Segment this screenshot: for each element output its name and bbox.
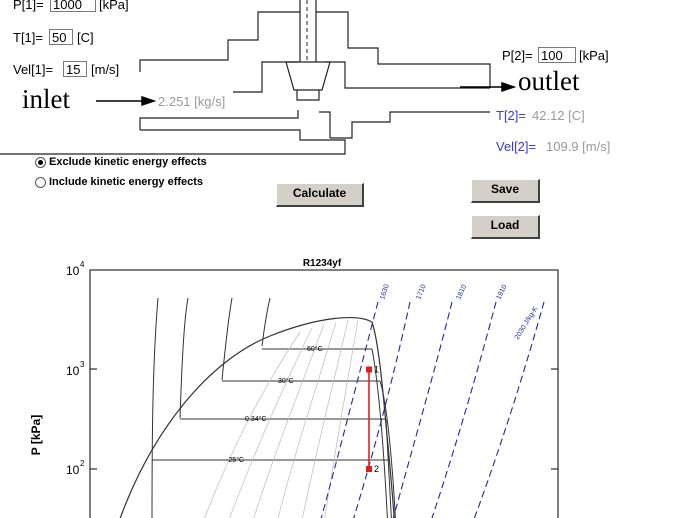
isotherm-label-30: 30°C bbox=[278, 377, 294, 385]
process-layer: 12 bbox=[366, 365, 379, 474]
t2-value: 42.12 [C] bbox=[532, 108, 585, 123]
state-point-label-2: 2 bbox=[374, 464, 379, 474]
plot-frame bbox=[89, 269, 559, 518]
vel2-value: 109.9 [m/s] bbox=[546, 139, 611, 154]
isotherm-label-0: 0.34°C bbox=[245, 415, 266, 423]
t1-input[interactable]: 50 bbox=[49, 29, 73, 45]
isentrope-label-1630: 1630 bbox=[379, 284, 391, 301]
mass-flow-value: 2.251 [kg/s] bbox=[158, 94, 226, 109]
body-lower-inner bbox=[139, 110, 299, 130]
svg-text:10: 10 bbox=[66, 463, 80, 477]
body-inner-right bbox=[326, 61, 490, 89]
valve-schematic bbox=[0, 0, 517, 155]
t1-label: T[1]= bbox=[13, 30, 43, 45]
inlet-label: inlet bbox=[22, 84, 70, 114]
y-tick-1e4: 10 4 bbox=[66, 260, 85, 278]
body-upper-right bbox=[316, 11, 491, 88]
vel2-label: Vel[2]= bbox=[496, 139, 537, 154]
exclude-ke-radio[interactable] bbox=[35, 157, 46, 168]
include-ke-label[interactable]: Include kinetic energy effects bbox=[49, 176, 204, 188]
svg-text:4: 4 bbox=[80, 260, 85, 269]
ph-chart: R1234yf 10 4 10 3 10 2 P [kPa] bbox=[29, 258, 559, 518]
exclude-ke-label[interactable]: Exclude kinetic energy effects bbox=[49, 156, 207, 168]
svg-text:2: 2 bbox=[80, 459, 85, 468]
t1-unit: [C] bbox=[77, 30, 94, 45]
body-upper-left bbox=[139, 11, 300, 72]
vel1-input[interactable]: 15 bbox=[63, 61, 87, 77]
p1-label: P[1]= bbox=[13, 0, 44, 12]
outlet-label: outlet bbox=[518, 66, 580, 96]
isotherm-label-60: 60°C bbox=[307, 345, 323, 353]
p2-label: P[2]= bbox=[502, 48, 533, 63]
isentrope-label-1910: 1910 bbox=[496, 284, 509, 301]
valve-plug bbox=[285, 61, 331, 91]
y-tick-1e3: 10 3 bbox=[66, 360, 85, 378]
isotherms bbox=[152, 348, 390, 461]
svg-text:3: 3 bbox=[80, 360, 85, 369]
t2-label: T[2]= bbox=[496, 108, 526, 123]
vel1-label: Vel[1]= bbox=[13, 62, 54, 77]
p2-input[interactable]: 100 bbox=[538, 47, 576, 63]
y-axis-label: P [kPa] bbox=[29, 415, 43, 455]
p1-input[interactable]: 1000 bbox=[50, 0, 96, 12]
svg-text:10: 10 bbox=[66, 264, 80, 278]
load-button[interactable]: Load bbox=[471, 215, 540, 239]
state-point-2 bbox=[366, 466, 372, 472]
y-tick-1e2: 10 2 bbox=[66, 459, 85, 477]
include-ke-radio[interactable] bbox=[35, 177, 46, 188]
isentrope-label-1810: 1810 bbox=[455, 284, 468, 301]
isentrope-label-1710: 1710 bbox=[415, 284, 427, 301]
state-point-label-1: 1 bbox=[374, 365, 379, 375]
chart-title: R1234yf bbox=[303, 258, 342, 269]
vel1-unit: [m/s] bbox=[91, 62, 120, 77]
save-button[interactable]: Save bbox=[471, 179, 540, 203]
svg-text:10: 10 bbox=[66, 364, 80, 378]
isotherm-label-m25: -25°C bbox=[226, 456, 244, 464]
p2-unit: [kPa] bbox=[579, 48, 609, 63]
isentrope-label-2030: 2030 J/kg-K bbox=[514, 305, 540, 341]
outlet-arrow bbox=[460, 81, 517, 93]
saturation-dome bbox=[119, 317, 395, 518]
inlet-arrow bbox=[96, 95, 157, 107]
body-inner-left bbox=[233, 61, 298, 93]
p1-unit: [kPa] bbox=[99, 0, 129, 12]
isentropes bbox=[320, 301, 545, 518]
state-point-1 bbox=[366, 366, 372, 373]
calculate-button[interactable]: Calculate bbox=[276, 183, 364, 207]
